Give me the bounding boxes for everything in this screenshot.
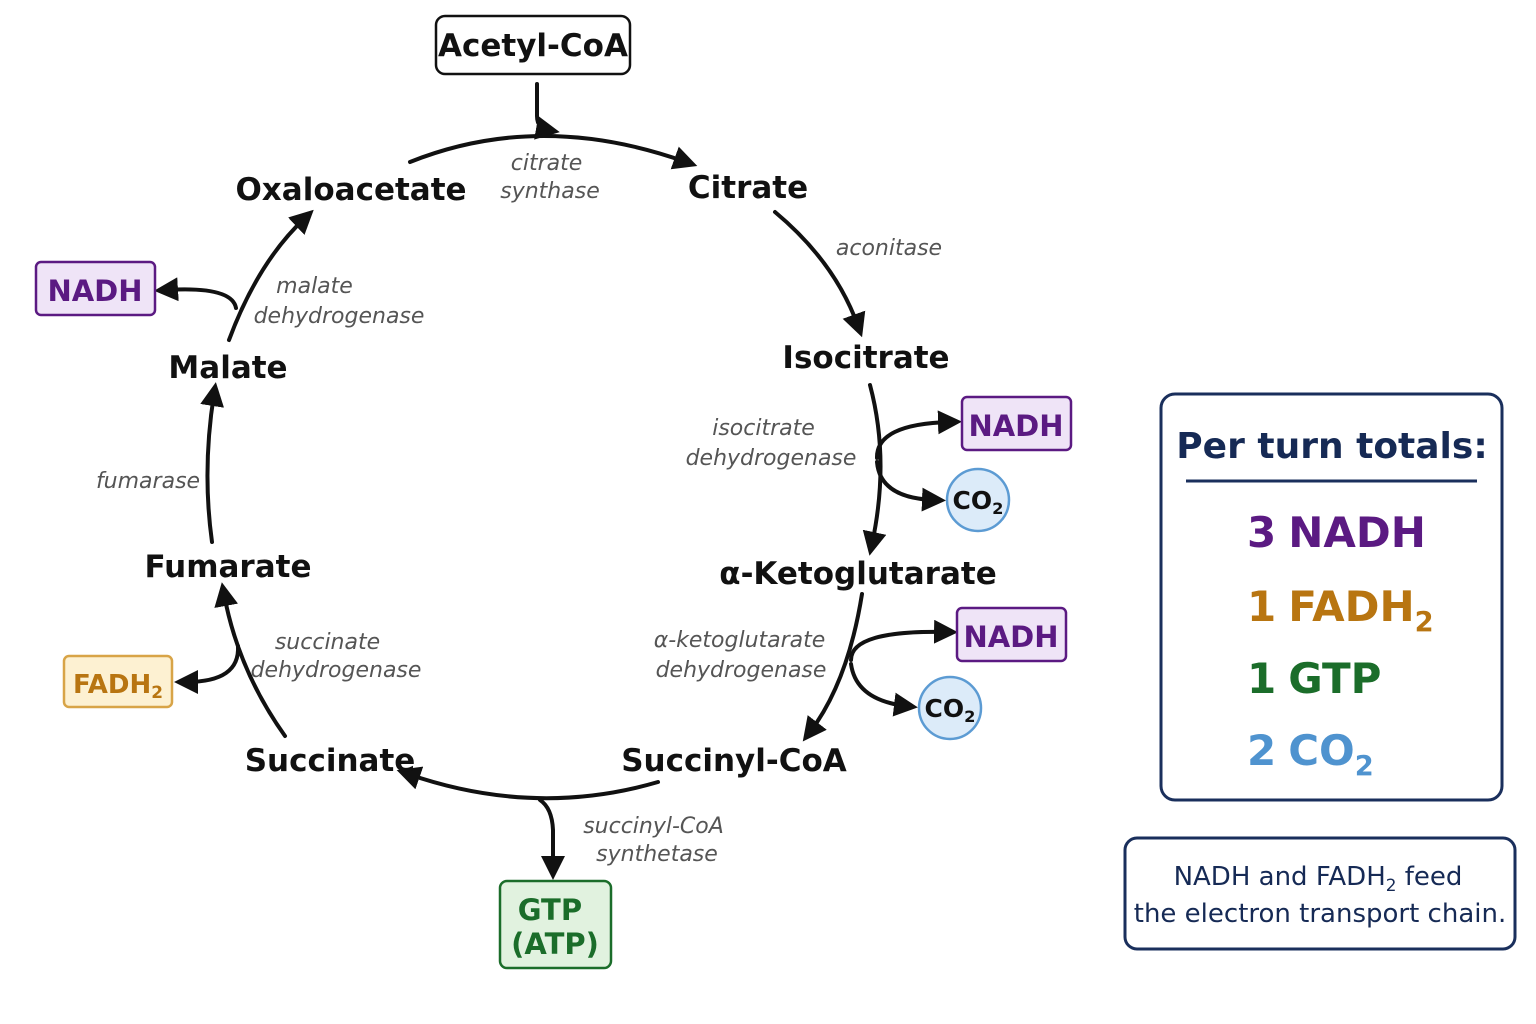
- metabolite-citrate: Citrate: [688, 170, 808, 206]
- metabolite-isocitrate: Isocitrate: [782, 340, 949, 376]
- arrow-succinate-to-fumarate: [214, 582, 287, 738]
- acetyl-coa-input-arrow: [534, 82, 560, 140]
- branch-gtp: [538, 798, 565, 880]
- nadh-box: [955, 606, 1068, 663]
- nadh-box: [960, 395, 1073, 452]
- arrow-fumarate-to-malate: [200, 382, 224, 544]
- gtp-line1: GTP: [518, 893, 582, 927]
- enzyme-akg-dh-line1: α-ketoglutarate: [654, 628, 826, 653]
- arrow-oxaloacetate-to-citrate: [408, 134, 698, 170]
- product-nadh-akg-dh: NADH: [955, 606, 1068, 663]
- enzyme-malate-dh-line2: dehydrogenase: [254, 304, 425, 329]
- enzyme-malate-dehydrogenase: malate dehydrogenase: [254, 274, 425, 329]
- enzyme-malate-dh-line1: malate: [276, 274, 353, 299]
- enzyme-fumarase-line1: fumarase: [96, 469, 200, 494]
- enzyme-isocitrate-dh-line2: dehydrogenase: [686, 446, 857, 471]
- product-co2-akg-dh: CO2: [917, 675, 983, 741]
- metabolite-alpha-ketoglutarate: α-Ketoglutarate: [719, 556, 996, 592]
- enzyme-fumarase: fumarase: [96, 469, 200, 494]
- note-line-2: the electron transport chain.: [1134, 899, 1506, 929]
- enzyme-citrate-synthase: citrate synthase: [500, 151, 599, 204]
- metabolite-succinate: Succinate: [245, 743, 416, 779]
- branch-fadh2: [174, 644, 241, 694]
- gtp-box: [498, 879, 613, 970]
- nadh-box: [34, 260, 157, 317]
- enzyme-succinate-dh-line2: dehydrogenase: [251, 658, 422, 683]
- metabolite-fumarate: Fumarate: [145, 549, 312, 585]
- co2-label: CO2: [953, 486, 1004, 518]
- acetyl-coa-label: Acetyl-CoA: [438, 28, 628, 64]
- metabolite-malate: Malate: [168, 350, 287, 386]
- arrow-isocitrate-to-aketoglutarate: [862, 383, 887, 556]
- enzyme-akg-dh-line2: dehydrogenase: [656, 658, 827, 683]
- metabolite-succinyl-coa: Succinyl-CoA: [621, 743, 847, 779]
- enzyme-aconitase-line1: aconitase: [836, 236, 942, 261]
- acetyl-coa-box: [434, 14, 632, 76]
- product-gtp: GTP (ATP): [498, 879, 613, 970]
- nadh-label: NADH: [968, 409, 1063, 443]
- gtp-label: GTP (ATP): [511, 893, 599, 961]
- fadh2-label: FADH2: [73, 670, 163, 702]
- branch-nadh-akg-dh: [849, 619, 958, 662]
- enzyme-isocitrate-dehydrogenase: isocitrate dehydrogenase: [686, 416, 857, 471]
- enzyme-succinyl-coa-synthetase-line1: succinyl-CoA: [583, 814, 724, 839]
- gtp-line2: (ATP): [511, 927, 599, 961]
- enzyme-succinate-dehydrogenase: succinate dehydrogenase: [251, 630, 422, 683]
- product-fadh2: FADH2: [62, 654, 174, 709]
- product-nadh-isocitrate-dh: NADH: [960, 395, 1073, 452]
- arrow-succinyl-coa-to-succinate: [396, 766, 660, 801]
- note-panel: NADH and FADH2 feed the electron transpo…: [1123, 836, 1517, 951]
- branch-nadh-isocitrate-dh: [874, 410, 962, 460]
- totals-title: Per turn totals:: [1176, 426, 1487, 467]
- arrow-citrate-to-isocitrate: [773, 210, 866, 338]
- enzyme-citrate-synthase-line1: citrate: [511, 151, 583, 176]
- metabolite-oxaloacetate: Oxaloacetate: [235, 172, 466, 208]
- co2-circle: [917, 675, 983, 741]
- product-co2-isocitrate-dh: CO2: [945, 467, 1011, 533]
- product-nadh-malate-dh: NADH: [34, 260, 157, 317]
- arrow-aketoglutarate-to-succinyl-coa: [802, 592, 864, 742]
- note-panel-border: [1123, 836, 1517, 951]
- totals-panel-border: [1159, 392, 1504, 802]
- co2-label: CO2: [925, 694, 976, 726]
- arrow-malate-to-oxaloacetate: [227, 209, 314, 342]
- nadh-label: NADH: [47, 274, 142, 308]
- note-line-1: NADH and FADH2 feed: [1174, 862, 1463, 895]
- branch-co2-akg-dh: [849, 662, 918, 717]
- fadh2-box: [62, 654, 174, 709]
- enzyme-succinate-dh-line1: succinate: [275, 630, 380, 655]
- co2-circle: [945, 467, 1011, 533]
- enzyme-succinyl-coa-synthetase: succinyl-CoA synthetase: [583, 814, 731, 867]
- branch-co2-isocitrate-dh: [875, 460, 946, 512]
- enzyme-aconitase: aconitase: [836, 236, 942, 261]
- enzyme-citrate-synthase-line2: synthase: [500, 179, 599, 204]
- enzyme-akg-dehydrogenase: α-ketoglutarate dehydrogenase: [654, 628, 833, 683]
- enzyme-isocitrate-dh-line1: isocitrate: [712, 416, 815, 441]
- enzyme-succinyl-coa-synthetase-line2: synthetase: [596, 842, 718, 867]
- branch-nadh-malate-dh: [154, 277, 238, 310]
- nadh-label: NADH: [963, 620, 1058, 654]
